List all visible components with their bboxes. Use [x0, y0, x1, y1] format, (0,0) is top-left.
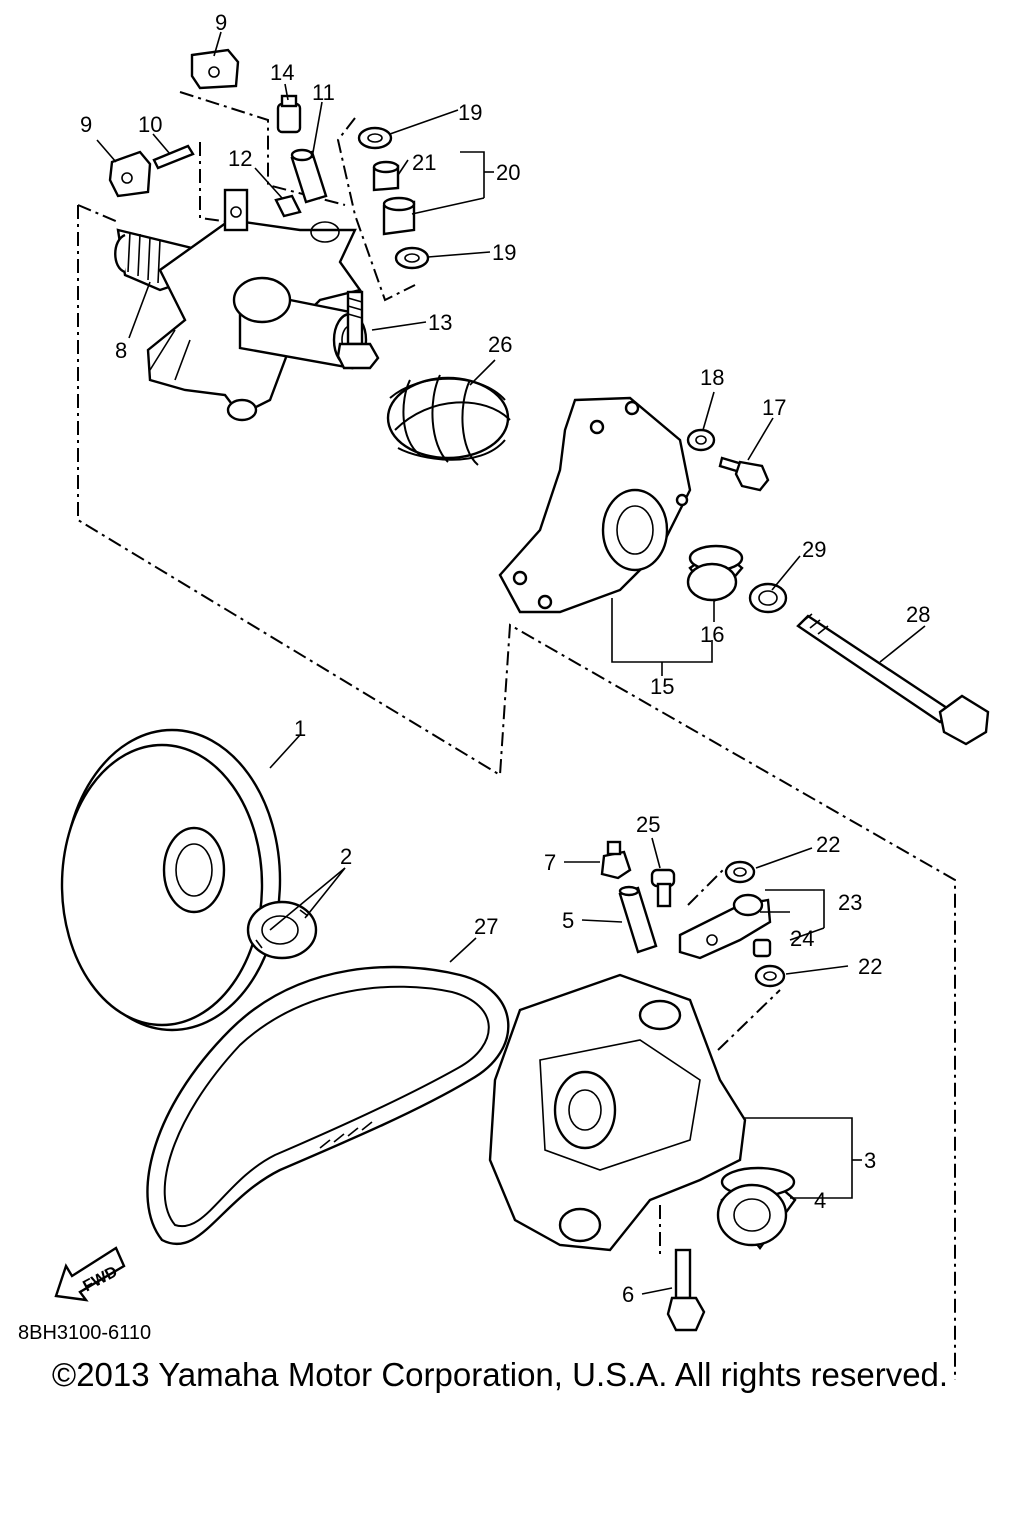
part-15-cover-plate [498, 396, 692, 614]
callout-18: 18 [700, 365, 724, 390]
callout-labels: 9 14 11 9 10 12 19 21 20 19 13 8 26 18 1… [80, 10, 930, 1307]
callout-6: 6 [622, 1282, 634, 1307]
callout-19-lower: 19 [492, 240, 516, 265]
callout-9-upper: 9 [215, 10, 227, 35]
part-9-upper-roller-weight [190, 48, 240, 90]
part-21-bushing [372, 160, 400, 192]
part-9-lower-roller-weight [108, 150, 152, 198]
part-14-locknut [276, 94, 302, 134]
callout-5: 5 [562, 908, 574, 933]
part-16-bushing [686, 544, 744, 602]
callout-7: 7 [544, 850, 556, 875]
part-18-washer [686, 428, 716, 452]
callout-26: 26 [488, 332, 512, 357]
part-5-shaft [618, 885, 658, 954]
diagram-code: 8BH3100-6110 [18, 1322, 152, 1344]
part-29-ring [748, 582, 788, 614]
part-19-upper-washer [357, 126, 393, 150]
callout-21: 21 [412, 150, 436, 175]
callout-16: 16 [700, 622, 724, 647]
part-13-bolt [336, 290, 380, 370]
callout-17: 17 [762, 395, 786, 420]
part-2-weight [246, 900, 318, 960]
callout-11: 11 [312, 80, 335, 105]
callout-15: 15 [650, 674, 674, 699]
callout-10: 10 [138, 112, 162, 137]
callout-9-lower: 9 [80, 112, 92, 137]
callout-28: 28 [906, 602, 930, 627]
part-25-bolt [650, 868, 676, 908]
callout-2: 2 [340, 844, 352, 869]
leader-lines [96, 31, 926, 1295]
part-28-long-bolt [796, 613, 990, 746]
part-4-bushing [716, 1166, 797, 1250]
callout-25: 25 [636, 812, 660, 837]
callout-24: 24 [790, 926, 814, 951]
callout-13: 13 [428, 310, 452, 335]
callout-14: 14 [270, 60, 294, 85]
callout-22-upper: 22 [816, 832, 840, 857]
callout-22-lower: 22 [858, 954, 882, 979]
part-17-bolt [718, 456, 770, 492]
part-1-fixed-sheave [60, 728, 282, 1032]
part-3-sheave-housing [488, 973, 747, 1252]
part-8-spider-assembly [114, 188, 368, 422]
part-7-nut [600, 840, 632, 880]
callout-4: 4 [814, 1188, 826, 1213]
part-24-collar [752, 938, 772, 958]
part-22-lower-washer [754, 964, 786, 988]
callout-20: 20 [496, 160, 520, 185]
part-26-compression-spring [386, 374, 511, 466]
part-10-pin [152, 144, 195, 170]
callout-8: 8 [115, 338, 127, 363]
part-27-drive-belt [146, 965, 510, 1246]
callout-3: 3 [864, 1148, 876, 1173]
callout-19-upper: 19 [458, 100, 482, 125]
part-22-upper-washer [724, 860, 756, 884]
part-23-arm [678, 893, 772, 960]
part-11-collar [290, 148, 328, 204]
callout-23: 23 [838, 890, 862, 915]
part-12-screw [274, 194, 302, 218]
part-20-bushing-set [382, 196, 416, 236]
part-6-bolt [666, 1248, 706, 1332]
copyright-notice: ©2013 Yamaha Motor Corporation, U.S.A. A… [51, 1356, 949, 1393]
callout-1: 1 [294, 716, 306, 741]
part-19-lower-washer [394, 246, 430, 270]
callout-12: 12 [228, 146, 252, 171]
forward-arrow-icon: FWD [54, 1246, 126, 1302]
callout-27: 27 [474, 914, 498, 939]
callout-29: 29 [802, 537, 826, 562]
